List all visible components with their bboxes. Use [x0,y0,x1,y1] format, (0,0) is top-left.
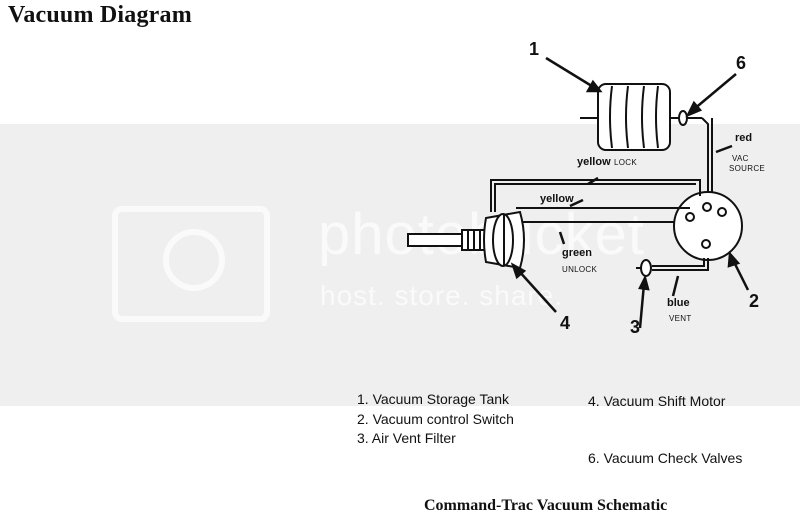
red-vacuum-line [701,117,713,196]
label-unlock: UNLOCK [562,265,598,274]
legend-item-2: 2. Vacuum control Switch [357,411,514,427]
callout-1: 1 [529,39,540,59]
label-yellow-lock: yellow [577,156,611,168]
label-blue: blue [667,297,690,309]
vacuum-control-switch [673,191,743,261]
air-vent-filter [636,259,652,277]
legend-item-6: 6. Vacuum Check Valves [588,450,743,466]
legend-item-1: 1. Vacuum Storage Tank [357,391,510,407]
label-lock: LOCK [614,158,637,167]
blue-vent-line [652,258,709,271]
vacuum-check-valve [678,110,702,126]
camera-icon [112,206,270,322]
callout-6: 6 [736,53,747,73]
callout-2: 2 [749,291,760,311]
label-vac: VAC [732,154,749,163]
label-vent: VENT [669,314,692,323]
label-source: SOURCE [729,164,766,173]
callout-3: 3 [630,317,641,337]
label-red: red [735,132,753,144]
vacuum-storage-tank [580,83,680,151]
camera-lens-icon [163,229,225,291]
label-green: green [562,247,592,259]
vacuum-shift-motor [407,210,525,270]
callout-4: 4 [560,313,571,333]
page-title: Vacuum Diagram [8,2,192,28]
label-yellow: yellow [540,193,574,205]
callout-arrows [510,56,750,329]
watermark-subtext: host. store. share. [320,280,564,311]
legend-item-4: 4. Vacuum Shift Motor [588,393,726,409]
legend-item-3: 3. Air Vent Filter [357,430,456,446]
diagram-caption: Command-Trac Vacuum Schematic [424,497,668,514]
